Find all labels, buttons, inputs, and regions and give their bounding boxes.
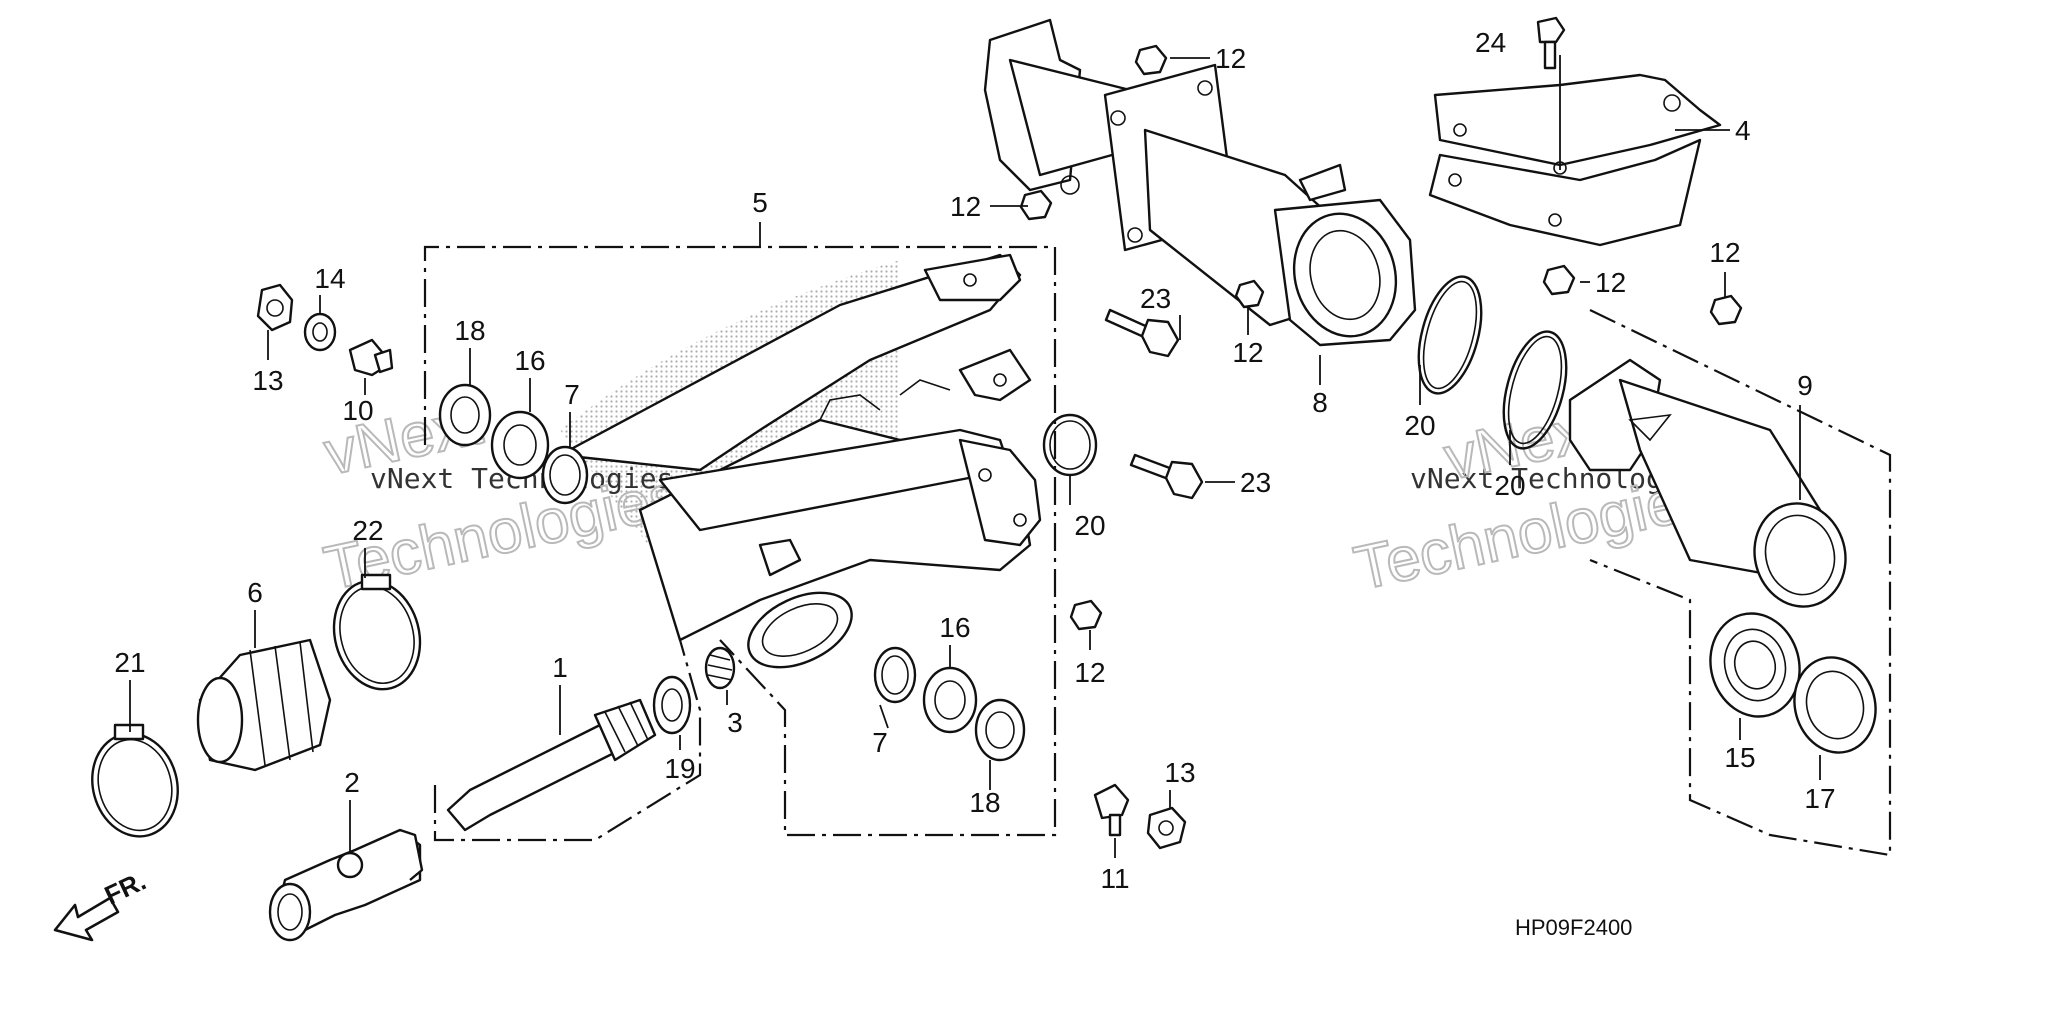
swingarm <box>558 253 1042 669</box>
callout-20-c: 20 <box>1074 510 1105 541</box>
callout-23-lower: 23 <box>1240 467 1271 498</box>
callout-12-right: 12 <box>1709 237 1740 268</box>
arrow-icon <box>53 896 120 942</box>
callout-12-low: 12 <box>1074 657 1105 688</box>
callout-12-mid: 12 <box>1232 337 1263 368</box>
callouts: 5 4 24 12 12 12 12 12 12 8 9 20 20 20 23… <box>114 27 1835 894</box>
callout-9: 9 <box>1797 370 1813 401</box>
nut-12-b <box>1019 189 1053 221</box>
band-22 <box>332 573 422 691</box>
bearing-16-lower <box>922 666 978 734</box>
callout-17: 17 <box>1804 783 1835 814</box>
oil-seal-18-lower <box>974 698 1026 762</box>
bolt-10 <box>348 338 394 377</box>
bolt-23-lower <box>1129 453 1204 500</box>
boot-6 <box>196 638 332 772</box>
callout-24: 24 <box>1475 27 1506 58</box>
washer-14 <box>303 312 337 352</box>
bolt-24 <box>1536 16 1566 70</box>
ring-7-left <box>541 445 589 505</box>
group-boundary-shaft <box>433 639 702 842</box>
callout-21: 21 <box>114 647 145 678</box>
front-arrow: FR. <box>53 866 151 942</box>
nut-12-f <box>1069 599 1103 631</box>
o-ring-20-right-b <box>1502 330 1568 450</box>
callout-12-bracket: 12 <box>1595 267 1626 298</box>
bracket-4 <box>1428 73 1722 247</box>
callout-16-upper: 16 <box>514 345 545 376</box>
callout-5: 5 <box>752 187 768 218</box>
o-ring-20-right-a <box>1417 275 1483 395</box>
callout-16-lower: 16 <box>939 612 970 643</box>
callout-13-left: 13 <box>252 365 283 396</box>
nut-13-right <box>1146 806 1187 850</box>
callout-7-lower: 7 <box>872 727 888 758</box>
callout-12-left: 12 <box>950 191 981 222</box>
universal-joint-2 <box>268 828 424 942</box>
callout-22: 22 <box>352 515 383 546</box>
diagram-code: HP09F2400 <box>1515 915 1632 940</box>
o-ring-20-mid <box>1042 413 1098 477</box>
group-boundary-swingarm <box>423 245 1057 837</box>
drive-housing-8 <box>983 18 1417 347</box>
callout-20-b: 20 <box>1494 470 1525 501</box>
bearing-15 <box>1709 612 1801 718</box>
nut-13-left <box>256 283 294 332</box>
callout-14: 14 <box>314 263 345 294</box>
axle-housing-9 <box>1568 358 1847 608</box>
callout-12-top: 12 <box>1215 43 1246 74</box>
callout-18-lower: 18 <box>969 787 1000 818</box>
callout-7-upper: 7 <box>564 379 580 410</box>
nut-12-e <box>1709 294 1743 326</box>
callout-2: 2 <box>344 767 360 798</box>
bolt-11 <box>1093 783 1130 837</box>
callout-13-right: 13 <box>1164 757 1195 788</box>
callout-3: 3 <box>727 707 743 738</box>
leader-lines <box>129 55 1821 858</box>
callout-4: 4 <box>1735 115 1751 146</box>
callout-19: 19 <box>664 753 695 784</box>
callout-10: 10 <box>342 395 373 426</box>
nut-12-d <box>1542 264 1576 296</box>
spring-3 <box>704 646 736 690</box>
callout-20-a: 20 <box>1404 410 1435 441</box>
bolt-23-upper <box>1104 308 1180 358</box>
bearing-16-left <box>490 410 550 480</box>
oil-seal-17 <box>1793 656 1877 754</box>
ring-7-lower <box>873 646 917 704</box>
callout-18-upper: 18 <box>454 315 485 346</box>
callout-1: 1 <box>552 652 568 683</box>
group-boundary-housing <box>1589 309 1892 857</box>
band-21 <box>91 723 179 838</box>
callout-11: 11 <box>1100 863 1129 894</box>
nut-12-c <box>1234 279 1265 309</box>
callout-15: 15 <box>1724 742 1755 773</box>
oil-seal-18-left <box>438 383 492 447</box>
nut-12-a <box>1134 44 1168 76</box>
drive-shaft-1 <box>446 698 657 832</box>
bearing-19 <box>652 675 692 735</box>
callout-6: 6 <box>247 577 263 608</box>
callout-23-upper: 23 <box>1140 283 1171 314</box>
callout-8: 8 <box>1312 387 1328 418</box>
